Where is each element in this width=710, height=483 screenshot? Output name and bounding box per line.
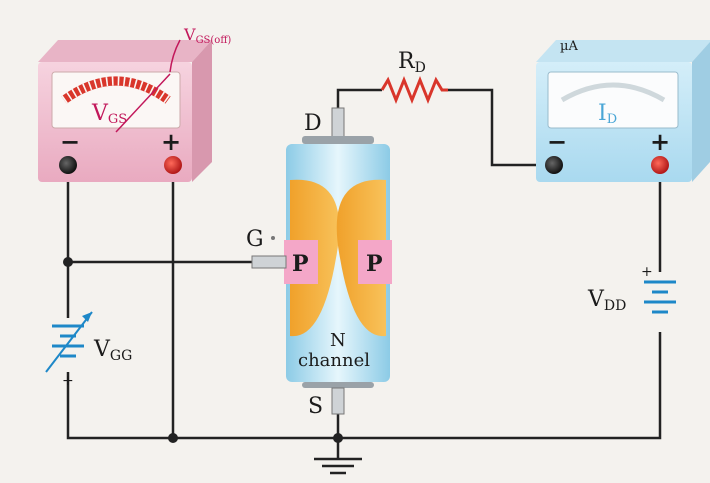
id-meter-range: µA (560, 39, 578, 54)
vgs-off-label: VGS(off) (183, 25, 231, 46)
id-meter-side-face (692, 42, 710, 182)
vgs-plus-terminal[interactable] (164, 156, 182, 174)
jfet-device: D P P G N channel S (246, 107, 392, 419)
id-plus-sign: + (650, 127, 670, 156)
source-lead (331, 387, 345, 415)
vgs-minus-sign: − (60, 127, 80, 156)
vgs-meter-needle (115, 73, 171, 133)
battery-vgg: + VGG (45, 311, 132, 389)
drain-contact (302, 136, 374, 144)
junction-dot (63, 257, 73, 267)
source-contact (302, 382, 374, 388)
id-minus-terminal[interactable] (545, 156, 563, 174)
wire-resistor-to-meter (448, 88, 554, 167)
vgs-meter-scale-ticks (61, 76, 171, 104)
gate-marker (271, 236, 275, 240)
source-label: S (308, 394, 323, 419)
vgs-meter-side-face (192, 40, 212, 182)
gate-label: G (246, 227, 264, 252)
battery-vdd: + VDD (587, 264, 676, 332)
variable-arrow-line (45, 311, 93, 373)
resistor-label: RD (398, 49, 426, 76)
battery-vdd-label: VDD (587, 287, 626, 314)
vgs-off-pointer (169, 39, 181, 73)
n-label: N (330, 330, 346, 351)
junction-dot (168, 433, 178, 443)
variable-arrow-head (82, 312, 92, 322)
p-right-label: P (366, 251, 383, 277)
battery-vdd-plus: + (641, 264, 653, 280)
junction-dots (63, 257, 343, 443)
p-left-pad (284, 240, 318, 284)
id-meter-top-face (536, 40, 710, 62)
p-left-label: P (292, 251, 309, 277)
resistor-rd: RD (380, 49, 448, 105)
id-plus-terminal[interactable] (651, 156, 669, 174)
gate-lead (251, 255, 287, 269)
vgs-plus-sign: + (161, 127, 181, 156)
ground-icon (314, 457, 362, 475)
id-minus-sign: − (547, 127, 567, 156)
drain-lead (331, 107, 345, 141)
vgs-minus-terminal[interactable] (59, 156, 77, 174)
id-meter-scale-arc (560, 82, 666, 103)
channel-label: channel (298, 350, 370, 371)
id-meter: µA ID − + (536, 39, 710, 182)
vgs-meter: VGS VGS(off) − + (38, 25, 231, 182)
id-meter-window (547, 71, 679, 129)
id-meter-label: ID (598, 101, 617, 127)
resistor-zigzag (380, 75, 448, 105)
battery-vgg-plus: + (62, 373, 74, 389)
wire-drain-top (336, 88, 382, 120)
junction-dot (333, 433, 343, 443)
vgs-meter-label: VGS (91, 101, 127, 127)
battery-vgg-label: VGG (93, 337, 132, 364)
vgs-meter-top-face (38, 40, 212, 62)
drain-label: D (304, 111, 322, 136)
p-right-pad (358, 240, 392, 284)
